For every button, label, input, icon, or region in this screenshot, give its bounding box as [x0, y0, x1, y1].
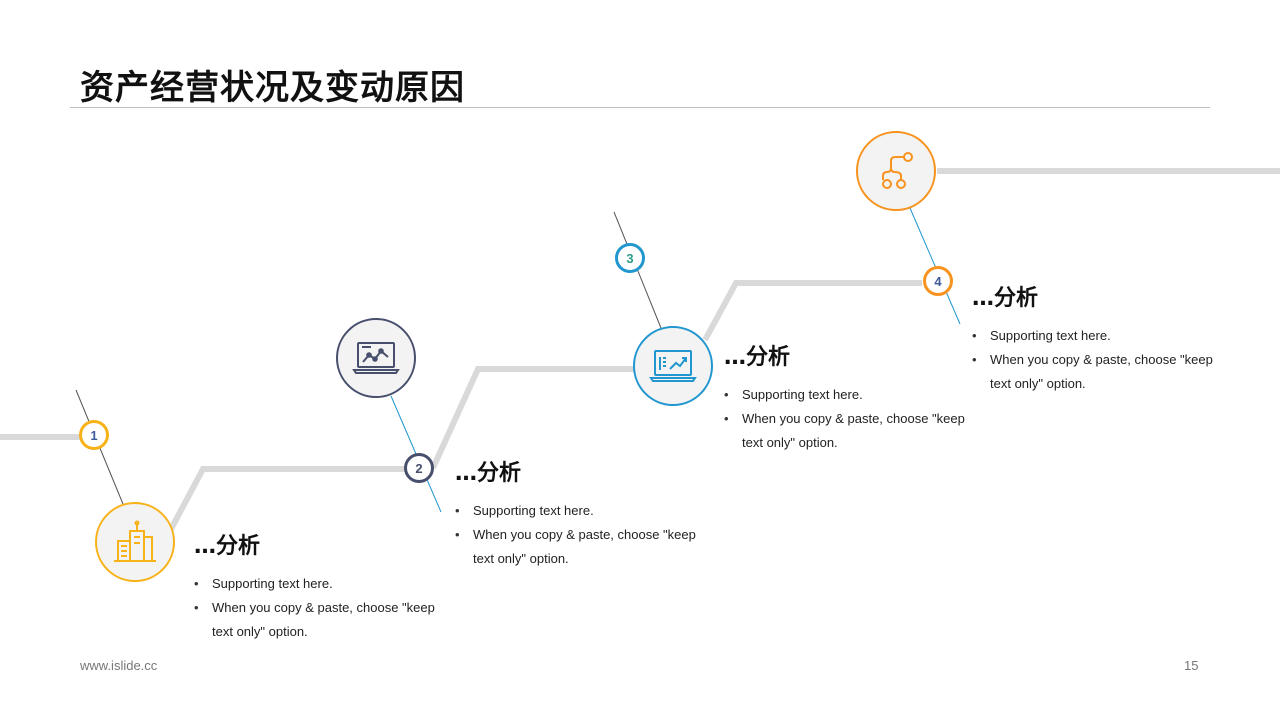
step-heading: …分析 [972, 286, 1039, 311]
step-number-badge: 4 [923, 266, 953, 296]
step-bullets: Supporting text here. When you copy & pa… [724, 383, 984, 455]
bullet-item: Supporting text here. [194, 572, 454, 596]
icon-circle-3 [633, 326, 713, 406]
step-number: 2 [415, 460, 423, 476]
bullet-item: When you copy & paste, choose "keep text… [972, 348, 1232, 396]
page-title: 资产经营状况及变动原因 [80, 68, 465, 108]
footer-url: www.islide.cc [80, 658, 158, 673]
icon-circle-2 [336, 318, 416, 398]
step-line [702, 280, 922, 342]
icon-circle-1 [95, 502, 175, 582]
step-heading: …分析 [455, 461, 522, 486]
title-divider [70, 107, 1210, 108]
page-number: 15 [1184, 658, 1199, 673]
step-heading: …分析 [724, 345, 791, 370]
step-heading: …分析 [194, 534, 261, 559]
laptop-trend-icon [649, 350, 697, 382]
step-bullets: Supporting text here. When you copy & pa… [972, 324, 1232, 396]
bullet-item: When you copy & paste, choose "keep text… [194, 596, 454, 644]
step-bullets: Supporting text here. When you copy & pa… [194, 572, 454, 644]
step-number: 4 [934, 273, 942, 289]
step-line [167, 466, 420, 533]
laptop-chart-icon [352, 342, 400, 374]
step-number: 3 [626, 250, 634, 266]
bullet-item: Supporting text here. [724, 383, 984, 407]
bullet-item: Supporting text here. [972, 324, 1232, 348]
step-block-3: …分析 Supporting text here. When you copy … [724, 339, 984, 455]
bullet-item: Supporting text here. [455, 499, 715, 523]
bullet-item: When you copy & paste, choose "keep text… [724, 407, 984, 455]
step-number-badge: 2 [404, 453, 434, 483]
step-line [430, 366, 635, 470]
step-block-4: …分析 Supporting text here. When you copy … [972, 280, 1232, 396]
step-block-1: …分析 Supporting text here. When you copy … [194, 528, 454, 644]
flow-branch-icon [882, 152, 913, 189]
icon-circle-4 [856, 131, 936, 211]
buildings-icon [114, 520, 156, 562]
bullet-item: When you copy & paste, choose "keep text… [455, 523, 715, 571]
step-number: 1 [90, 427, 98, 443]
step-number-badge: 3 [615, 243, 645, 273]
step-bullets: Supporting text here. When you copy & pa… [455, 499, 715, 571]
step-block-2: …分析 Supporting text here. When you copy … [455, 455, 715, 571]
step-number-badge: 1 [79, 420, 109, 450]
